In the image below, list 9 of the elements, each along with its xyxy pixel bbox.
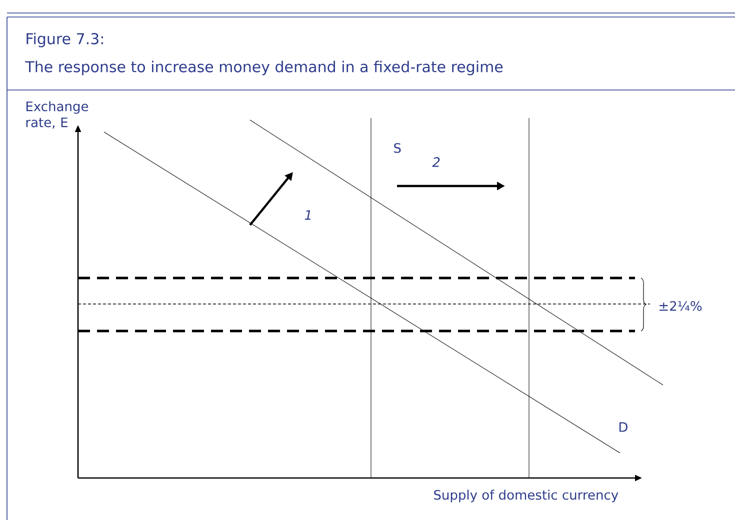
band-label: ±2¼% (660, 301, 702, 311)
figure-caption: The response to increase money demand in a fixed-rate regime (25, 60, 503, 76)
step-number: 2 (432, 157, 440, 167)
figure-title: Figure 7.3: (26, 32, 103, 48)
curve-label: D (619, 422, 628, 432)
curve-label: S (394, 143, 401, 153)
axis-label: Exchange rate, E (26, 101, 88, 129)
step-number: 1 (304, 210, 310, 220)
axis-label: Supply of domestic currency (434, 490, 618, 502)
